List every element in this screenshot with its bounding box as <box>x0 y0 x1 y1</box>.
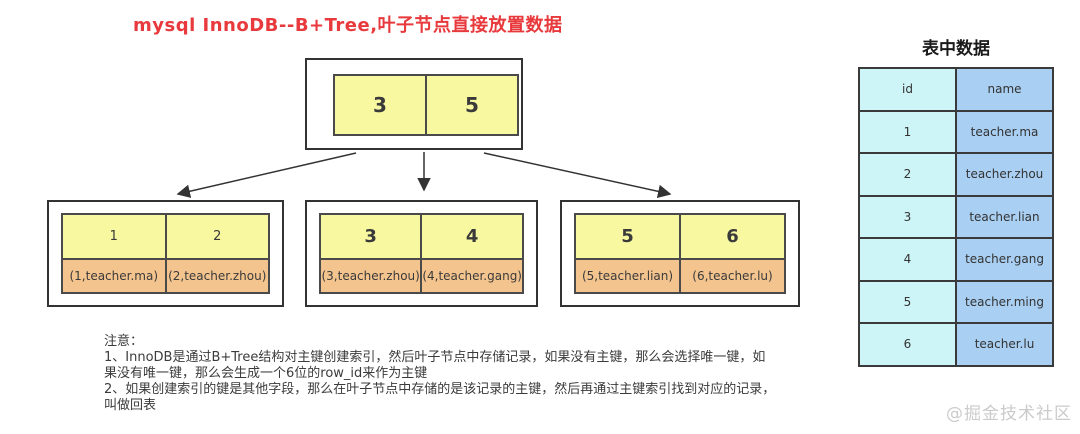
table-row: 3 teacher.lian <box>858 194 1054 239</box>
table-row: 5 teacher.ming <box>858 279 1054 324</box>
leaf1-key-1: 1 <box>62 214 166 259</box>
leaf1-record-2: (2,teacher.zhou) <box>165 259 269 293</box>
row5-id: 5 <box>858 279 957 324</box>
row3-id: 3 <box>858 194 957 239</box>
leaf-node-3-table: 5 6 (5,teacher.lian) (6,teacher.lu) <box>574 213 786 294</box>
row4-name: teacher.gang <box>955 237 1054 282</box>
row3-name: teacher.lian <box>955 194 1054 239</box>
leaf2-key-2: 4 <box>421 214 523 259</box>
table-row: 1 teacher.ma <box>858 109 1054 154</box>
leaf3-record-1: (5,teacher.lian) <box>575 259 680 293</box>
leaf1-record-1: (1,teacher.ma) <box>62 259 166 293</box>
leaf2-record-1: (3,teacher.zhou) <box>320 259 422 293</box>
table-row: 2 teacher.zhou <box>858 152 1054 197</box>
root-key-2: 5 <box>426 75 518 135</box>
side-table-title: 表中数据 <box>922 39 990 59</box>
leaf-node-1: 1 2 (1,teacher.ma) (2,teacher.zhou) <box>47 200 284 307</box>
row5-name: teacher.ming <box>955 279 1054 324</box>
row4-id: 4 <box>858 237 957 282</box>
leaf-node-2: 3 4 (3,teacher.zhou) (4,teacher.gang) <box>305 200 538 307</box>
row1-name: teacher.ma <box>955 109 1054 154</box>
side-table-section: 表中数据 id name 1 teacher.ma 2 teacher.zhou… <box>858 34 1054 367</box>
header-cell-id: id <box>858 67 957 112</box>
watermark: @掘金技术社区 <box>946 404 1072 424</box>
notes-block: 注意： 1、InnoDB是通过B+Tree结构对主键创建索引，然后叶子节点中存储… <box>104 334 775 414</box>
table-row: 4 teacher.gang <box>858 237 1054 282</box>
leaf2-record-2: (4,teacher.gang) <box>421 259 523 293</box>
root-node-keys: 3 5 <box>333 74 519 136</box>
row2-name: teacher.zhou <box>955 152 1054 197</box>
row2-id: 2 <box>858 152 957 197</box>
arrow-root-to-leaf-1 <box>176 152 357 198</box>
leaf-node-1-table: 1 2 (1,teacher.ma) (2,teacher.zhou) <box>61 213 270 294</box>
table-row: 6 teacher.lu <box>858 322 1054 367</box>
leaf2-key-1: 3 <box>320 214 422 259</box>
root-node: 3 5 <box>305 58 523 150</box>
row1-id: 1 <box>858 109 957 154</box>
leaf3-record-2: (6,teacher.lu) <box>680 259 785 293</box>
leaf-node-2-table: 3 4 (3,teacher.zhou) (4,teacher.gang) <box>319 213 524 294</box>
notes-heading: 注意： <box>104 334 144 349</box>
notes-line-2: 果没有唯一键，那么会生成一个6位的row_id来作为主键 <box>104 366 428 381</box>
header-cell-name: name <box>955 67 1054 112</box>
notes-line-3: 2、如果创建索引的键是其他字段，那么在叶子节点中存储的是该记录的主键，然后再通过… <box>104 382 776 397</box>
leaf1-key-2: 2 <box>165 214 269 259</box>
root-key-1: 3 <box>334 75 426 135</box>
arrow-root-to-leaf-3 <box>483 152 672 199</box>
leaf3-key-1: 5 <box>575 214 680 259</box>
leaf-node-3: 5 6 (5,teacher.lian) (6,teacher.lu) <box>560 200 800 307</box>
notes-line-4: 叫做回表 <box>104 398 157 413</box>
table-header-row: id name <box>858 67 1054 112</box>
side-table: id name 1 teacher.ma 2 teacher.zhou 3 te… <box>858 67 1054 367</box>
diagram-title: mysql InnoDB--B+Tree,叶子节点直接放置数据 <box>133 15 563 36</box>
notes-line-1: 1、InnoDB是通过B+Tree结构对主键创建索引，然后叶子节点中存储记录，如… <box>104 350 766 365</box>
row6-id: 6 <box>858 322 957 367</box>
row6-name: teacher.lu <box>955 322 1054 367</box>
leaf3-key-2: 6 <box>680 214 785 259</box>
